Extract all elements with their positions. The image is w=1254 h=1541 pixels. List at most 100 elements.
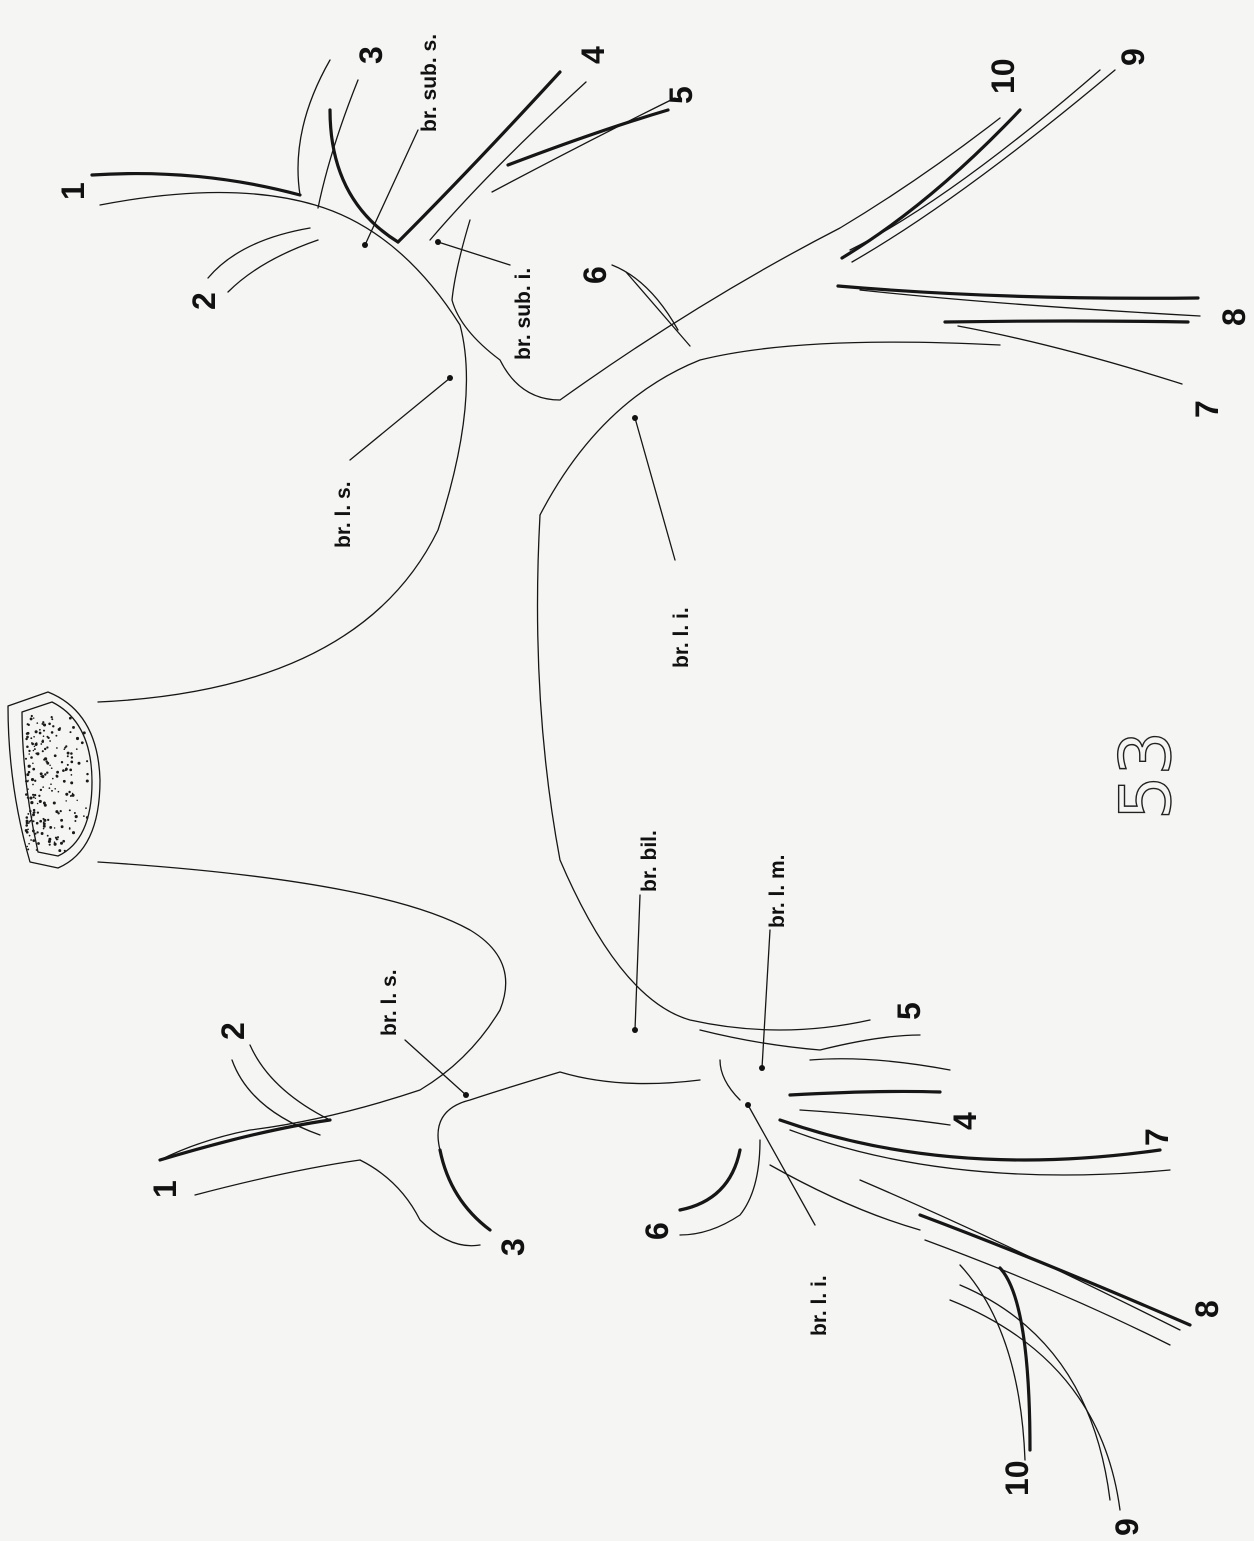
stipple-dot [71, 794, 74, 797]
stipple-dot [57, 838, 58, 839]
stipple-dot [25, 738, 27, 740]
stipple-dot [30, 801, 33, 804]
stipple-dot [47, 835, 49, 837]
stipple-dot [33, 796, 35, 798]
stipple-dot [28, 765, 31, 768]
label-br-l-i: br. l. i. [670, 607, 693, 668]
stipple-dot [27, 788, 29, 790]
stipple-dot [54, 841, 56, 843]
label-br-sub-s: br. sub. s. [418, 34, 441, 132]
stipple-dot [30, 756, 33, 759]
stipple-dot [69, 827, 70, 828]
stipple-dot [67, 755, 69, 757]
label-br-sub-i: br. sub. i. [512, 268, 535, 360]
stipple-dot [61, 761, 63, 763]
stipple-dot [35, 798, 36, 799]
stipple-dot [63, 748, 65, 750]
label-8: 8 [1216, 308, 1252, 326]
stipple-dot [28, 750, 30, 752]
stipple-dot [29, 821, 31, 823]
stipple-dot [28, 843, 30, 845]
stipple-dot [33, 736, 35, 738]
stipple-dot [59, 727, 61, 729]
stipple-dot [27, 828, 29, 830]
stipple-dot [51, 790, 53, 792]
stipple-dot [37, 803, 39, 805]
stipple-dot [25, 758, 27, 760]
stipple-dot [43, 730, 45, 732]
plate-number: 53 [1105, 731, 1187, 820]
stipple-dot [47, 819, 49, 821]
stipple-dot [49, 740, 51, 742]
stipple-dot [57, 836, 59, 838]
stipple-dot [39, 732, 42, 735]
stipple-dot [37, 842, 40, 845]
stipple-dot [46, 746, 48, 748]
stipple-dot [41, 775, 44, 778]
label-9: 9 [1115, 48, 1151, 66]
stipple-dot [60, 819, 63, 822]
label-br-l-s: br. l. s. [378, 969, 401, 1036]
stipple-dot [32, 763, 34, 765]
stipple-dot [57, 812, 59, 814]
stipple-dot [36, 849, 38, 851]
label-8: 8 [1189, 1300, 1225, 1318]
stipple-dot [71, 756, 73, 758]
stipple-dot [63, 780, 66, 783]
stipple-dot [46, 771, 48, 773]
stipple-dot [26, 831, 29, 834]
label-5: 5 [663, 86, 699, 104]
stipple-dot [32, 839, 35, 842]
stipple-dot [41, 832, 44, 835]
stipple-dot [50, 783, 52, 785]
stipple-dot [67, 764, 69, 766]
stipple-dot [32, 784, 34, 786]
stipple-dot [85, 807, 87, 809]
stipple-dot [51, 716, 53, 718]
label-7: 7 [1139, 1128, 1175, 1146]
label-1: 1 [147, 1180, 183, 1198]
stipple-dot [78, 762, 81, 765]
stipple-dot [30, 737, 32, 739]
label-5: 5 [891, 1002, 927, 1020]
stipple-dot [27, 846, 28, 847]
label-9: 9 [1109, 1518, 1145, 1536]
leader-lines [350, 130, 815, 1225]
stipple-dot [64, 747, 66, 749]
stipple-dot [25, 824, 28, 827]
stipple-dot [28, 771, 31, 774]
stipple-dot [55, 735, 57, 737]
stipple-dot [54, 754, 57, 757]
stipple-dot [27, 797, 29, 799]
stipple-dot [43, 822, 46, 825]
stipple-dot [30, 839, 32, 841]
label-10: 10 [999, 1460, 1035, 1496]
stipple-dot [43, 758, 45, 760]
stipple-dot [86, 816, 89, 819]
stipple-dot [31, 742, 33, 744]
stipple-dot [69, 717, 72, 720]
trachea-cross-section [8, 692, 100, 868]
stipple-dot [32, 820, 34, 822]
stipple-dot [27, 813, 29, 815]
stipple-dot [34, 833, 36, 835]
label-br-l-i: br. l. i. [808, 1275, 831, 1336]
stipple-dot [68, 791, 70, 793]
stipple-dot [56, 771, 59, 774]
label-4: 4 [575, 46, 611, 64]
stipple-dot [43, 802, 46, 805]
stipple-dot [27, 780, 28, 781]
stipple-dot [70, 781, 73, 784]
stipple-dot [74, 820, 76, 822]
stipple-dot [52, 725, 54, 727]
stipple-dot [60, 810, 62, 812]
label-4: 4 [947, 1112, 983, 1130]
stipple-dot [40, 743, 42, 745]
stipple-dot [62, 769, 65, 772]
stipple-dot [69, 769, 72, 772]
stipple-dot [42, 786, 44, 788]
stipple-dot [42, 750, 44, 752]
stipple-dot [86, 779, 89, 782]
stipple-dot [70, 761, 73, 764]
